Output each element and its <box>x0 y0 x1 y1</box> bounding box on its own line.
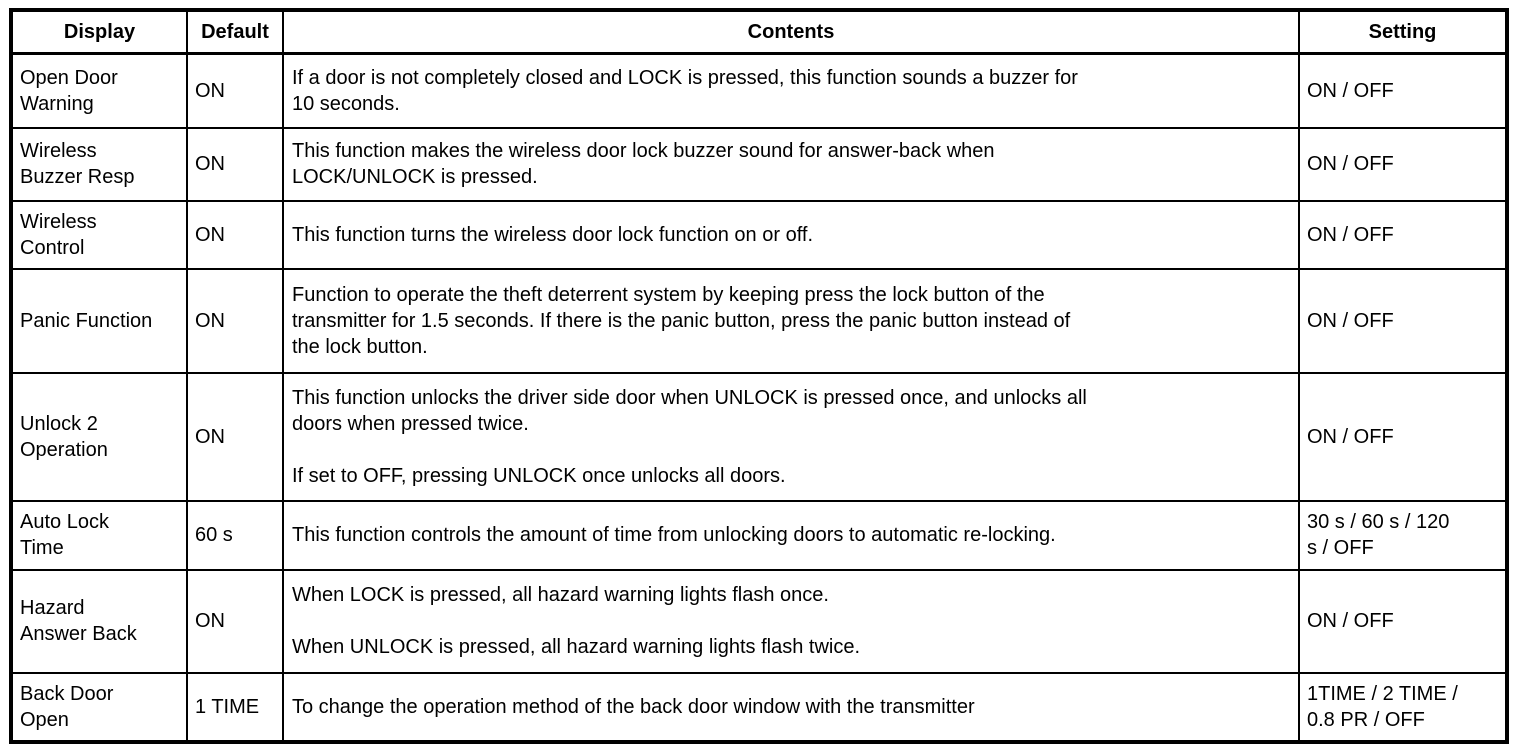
default-cell: 60 s <box>186 499 284 571</box>
contents-cell: Function to operate the theft deterrent … <box>282 267 1300 374</box>
header-row: Display Default Contents Setting <box>10 9 1508 55</box>
display-cell: Unlock 2 Operation <box>10 371 188 502</box>
display-cell: Hazard Answer Back <box>10 568 188 674</box>
contents-cell: This function controls the amount of tim… <box>282 499 1300 571</box>
default-cell: ON <box>186 267 284 374</box>
column-header-default: Default <box>186 9 284 55</box>
wireless-door-lock-settings-table: Display Default Contents Setting Open Do… <box>9 8 1509 744</box>
contents-cell: This function makes the wireless door lo… <box>282 126 1300 202</box>
display-cell: Wireless Control <box>10 199 188 270</box>
column-header-setting: Setting <box>1298 9 1508 55</box>
column-header-contents: Contents <box>282 9 1300 55</box>
table-row-back-door-open: Back Door Open 1 TIME To change the oper… <box>10 671 1508 743</box>
setting-cell: ON / OFF <box>1298 199 1508 270</box>
table-row-auto-lock-time: Auto Lock Time 60 s This function contro… <box>10 499 1508 571</box>
table-row-wireless-control: Wireless Control ON This function turns … <box>10 199 1508 270</box>
table-row-open-door-warning: Open Door Warning ON If a door is not co… <box>10 52 1508 129</box>
default-cell: ON <box>186 199 284 270</box>
contents-cell: To change the operation method of the ba… <box>282 671 1300 743</box>
setting-cell: 30 s / 60 s / 120 s / OFF <box>1298 499 1508 571</box>
column-header-display: Display <box>10 9 188 55</box>
default-cell: 1 TIME <box>186 671 284 743</box>
default-cell: ON <box>186 52 284 129</box>
table-row-hazard-answer-back: Hazard Answer Back ON When LOCK is press… <box>10 568 1508 674</box>
contents-cell: This function turns the wireless door lo… <box>282 199 1300 270</box>
table-row-wireless-buzzer-resp: Wireless Buzzer Resp ON This function ma… <box>10 126 1508 202</box>
table-row-panic-function: Panic Function ON Function to operate th… <box>10 267 1508 374</box>
setting-cell: ON / OFF <box>1298 52 1508 129</box>
setting-cell: ON / OFF <box>1298 371 1508 502</box>
table-row-unlock-2-operation: Unlock 2 Operation ON This function unlo… <box>10 371 1508 502</box>
display-cell: Open Door Warning <box>10 52 188 129</box>
default-cell: ON <box>186 371 284 502</box>
contents-cell: If a door is not completely closed and L… <box>282 52 1300 129</box>
display-cell: Auto Lock Time <box>10 499 188 571</box>
display-cell: Back Door Open <box>10 671 188 743</box>
display-cell: Panic Function <box>10 267 188 374</box>
contents-cell: This function unlocks the driver side do… <box>282 371 1300 502</box>
contents-cell: When LOCK is pressed, all hazard warning… <box>282 568 1300 674</box>
setting-cell: ON / OFF <box>1298 267 1508 374</box>
default-cell: ON <box>186 568 284 674</box>
setting-cell: ON / OFF <box>1298 568 1508 674</box>
default-cell: ON <box>186 126 284 202</box>
display-cell: Wireless Buzzer Resp <box>10 126 188 202</box>
setting-cell: ON / OFF <box>1298 126 1508 202</box>
setting-cell: 1TIME / 2 TIME / 0.8 PR / OFF <box>1298 671 1508 743</box>
